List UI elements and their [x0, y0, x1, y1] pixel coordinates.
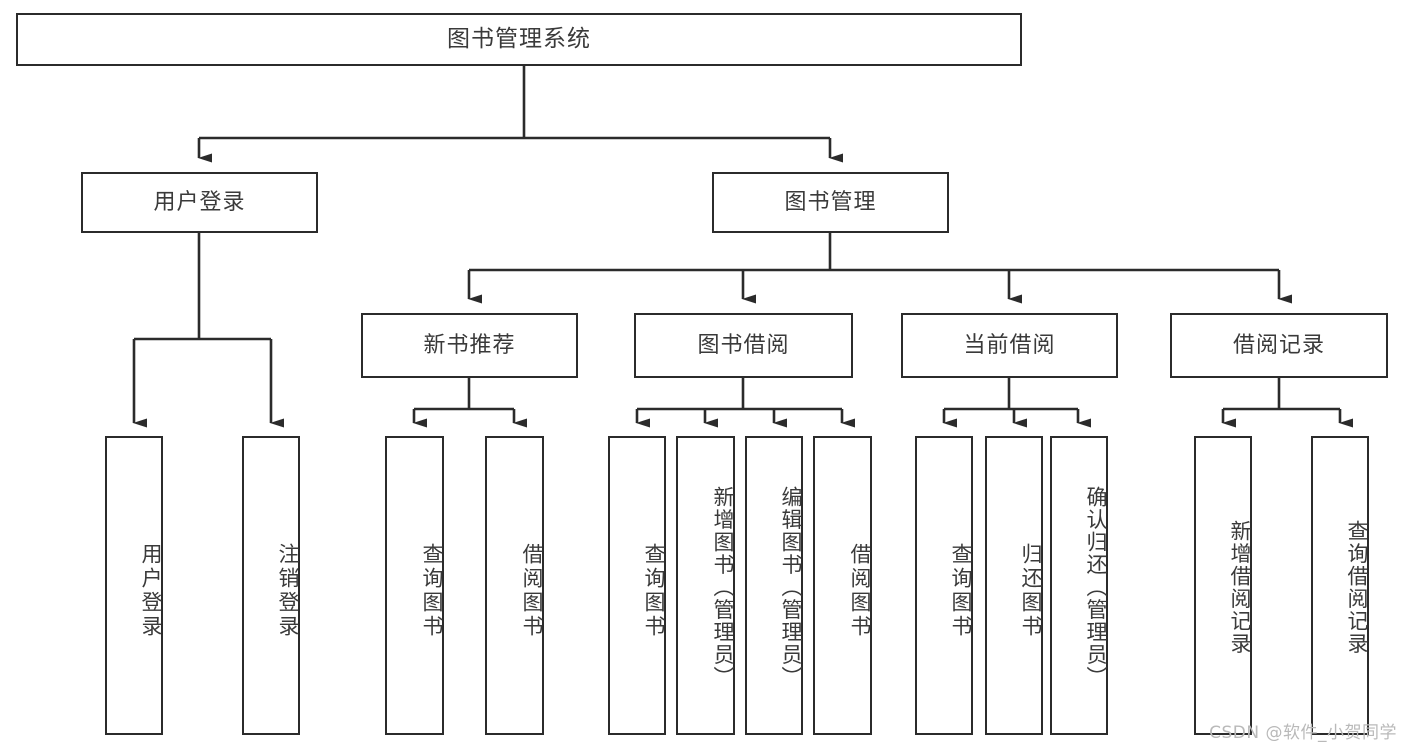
- leaf-borrow-records-add-record[interactable]: 新增借阅记录: [1194, 436, 1252, 735]
- leaf-current-borrow-return-book[interactable]: 归还图书: [985, 436, 1043, 735]
- node-book-borrow[interactable]: 图书借阅: [634, 313, 853, 378]
- leaf-user-login-logout[interactable]: 注销登录: [242, 436, 300, 735]
- leaf-book-borrow-edit-book-admin[interactable]: 编辑图书（管理员）: [745, 436, 803, 735]
- leaf-current-borrow-confirm-return-admin[interactable]: 确认归还（管理员）: [1050, 436, 1108, 735]
- node-book-management[interactable]: 图书管理: [712, 172, 949, 233]
- csdn-watermark: CSDN @软件_小贺同学: [1209, 723, 1397, 743]
- leaf-book-borrow-query-book[interactable]: 查询图书: [608, 436, 666, 735]
- node-root-system[interactable]: 图书管理系统: [16, 13, 1022, 66]
- node-user-login[interactable]: 用户登录: [81, 172, 318, 233]
- leaf-new-book-borrow-book[interactable]: 借阅图书: [485, 436, 544, 735]
- leaf-new-book-query-book[interactable]: 查询图书: [385, 436, 444, 735]
- node-borrow-records[interactable]: 借阅记录: [1170, 313, 1388, 378]
- leaf-book-borrow-add-book-admin[interactable]: 新增图书（管理员）: [676, 436, 735, 735]
- node-new-book-recommend[interactable]: 新书推荐: [361, 313, 578, 378]
- leaf-book-borrow-borrow-book[interactable]: 借阅图书: [813, 436, 872, 735]
- node-current-borrow[interactable]: 当前借阅: [901, 313, 1118, 378]
- leaf-user-login-login[interactable]: 用户登录: [105, 436, 163, 735]
- leaf-borrow-records-query-record[interactable]: 查询借阅记录: [1311, 436, 1369, 735]
- leaf-current-borrow-query-book[interactable]: 查询图书: [915, 436, 973, 735]
